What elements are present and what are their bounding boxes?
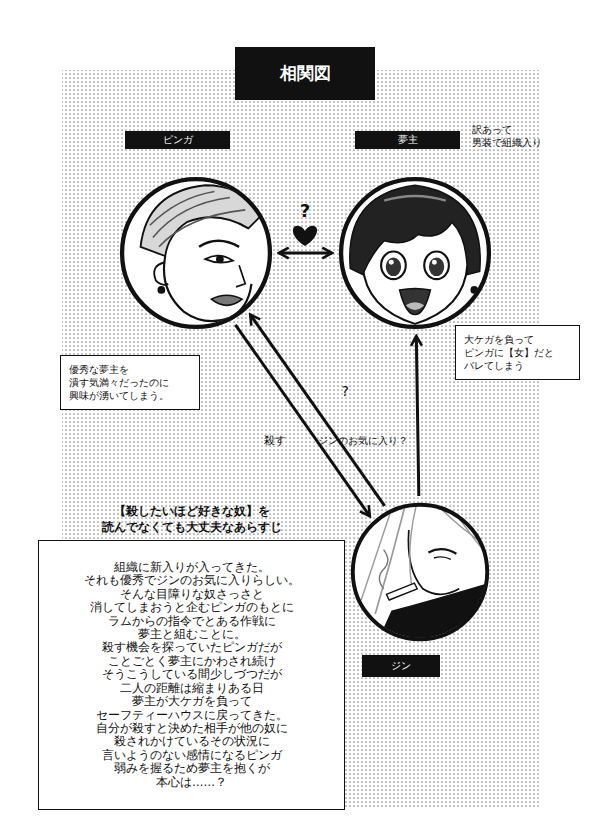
- arrow-connector: [416, 336, 419, 496]
- portrait-stroke: [432, 260, 437, 265]
- note-box: 優秀な夢主を 潰す気満々だったのに 興味が湧いてしまう。: [60, 355, 200, 410]
- portrait-stroke: [386, 583, 417, 600]
- portrait-stroke: [424, 251, 449, 279]
- portrait-stroke: [154, 262, 168, 285]
- portrait-stroke: [428, 549, 456, 554]
- portrait-stroke: [410, 502, 417, 586]
- title-band: 相関図: [235, 47, 375, 100]
- side-note: 訳あって 男装で組織入り: [472, 124, 582, 149]
- portrait-stroke: [384, 196, 446, 201]
- box-text: 優秀な夢主を 潰す気満々だったのに 興味が湧いてしまう。: [61, 363, 199, 402]
- portrait-stroke: [199, 241, 239, 247]
- box-heading: 【殺したいほど好きな奴】を 読んでなくても大丈夫なあらすじ: [39, 503, 344, 535]
- portrait-stroke: [159, 210, 245, 247]
- circle-fill: [341, 179, 489, 327]
- portrait-stroke: [158, 286, 166, 294]
- portrait-stroke: [386, 258, 401, 276]
- arrow-connector: [279, 252, 332, 255]
- name-band: 夢主: [355, 131, 460, 149]
- arrow-connector: [250, 315, 384, 506]
- synopsis-box: 【殺したいほど好きな奴】を 読んでなくても大丈夫なあらすじ組織に新入りが入ってき…: [38, 540, 345, 810]
- box-text: 組織に新入りが入ってきた。 それも優秀でジンのお気に入りらしい。 そんな目障りな…: [39, 561, 344, 789]
- circle-outline: [353, 505, 487, 639]
- circle-outline: [341, 179, 489, 327]
- portrait-stroke: [434, 557, 451, 560]
- portrait-stroke: [211, 295, 242, 305]
- portrait-illustration: [119, 176, 273, 330]
- heart-symbol: [293, 226, 317, 246]
- circle-outline: [122, 179, 270, 327]
- character-circle: ピンガ: [119, 176, 273, 330]
- portrait-stroke: [350, 185, 480, 274]
- portrait-stroke: [236, 265, 245, 287]
- edge-label: 殺す: [264, 433, 286, 448]
- portrait-stroke: [408, 530, 459, 594]
- portrait-illustration: [350, 502, 490, 642]
- name-band: ジン: [362, 655, 440, 677]
- title-text: 相関図: [280, 62, 331, 85]
- character-circle: ジン: [350, 502, 490, 642]
- edge-label: ?: [341, 383, 348, 399]
- question-mark: ?: [300, 200, 310, 221]
- portrait-stroke: [153, 198, 230, 238]
- portrait-stroke: [406, 302, 424, 310]
- portrait-stroke: [205, 256, 233, 263]
- portrait-stroke: [429, 258, 444, 276]
- portrait-stroke: [379, 550, 387, 589]
- arrow-connector: [235, 325, 369, 516]
- name-band: ピンガ: [125, 131, 230, 149]
- portrait-stroke: [381, 251, 406, 279]
- portrait-illustration: [338, 176, 492, 330]
- character-circle: 夢主: [338, 176, 492, 330]
- portrait-stroke: [389, 260, 394, 265]
- edge-label: ジンのお気に入り？: [318, 434, 408, 447]
- portrait-stroke: [216, 255, 224, 263]
- portrait-stroke: [400, 288, 431, 314]
- portrait-stroke: [150, 191, 215, 225]
- note-box: 大ケガを負って ピンガに【女】だと バレてしまう: [455, 325, 580, 380]
- box-text: 大ケガを負って ピンガに【女】だと バレてしまう: [456, 333, 579, 372]
- circle-fill: [122, 179, 270, 327]
